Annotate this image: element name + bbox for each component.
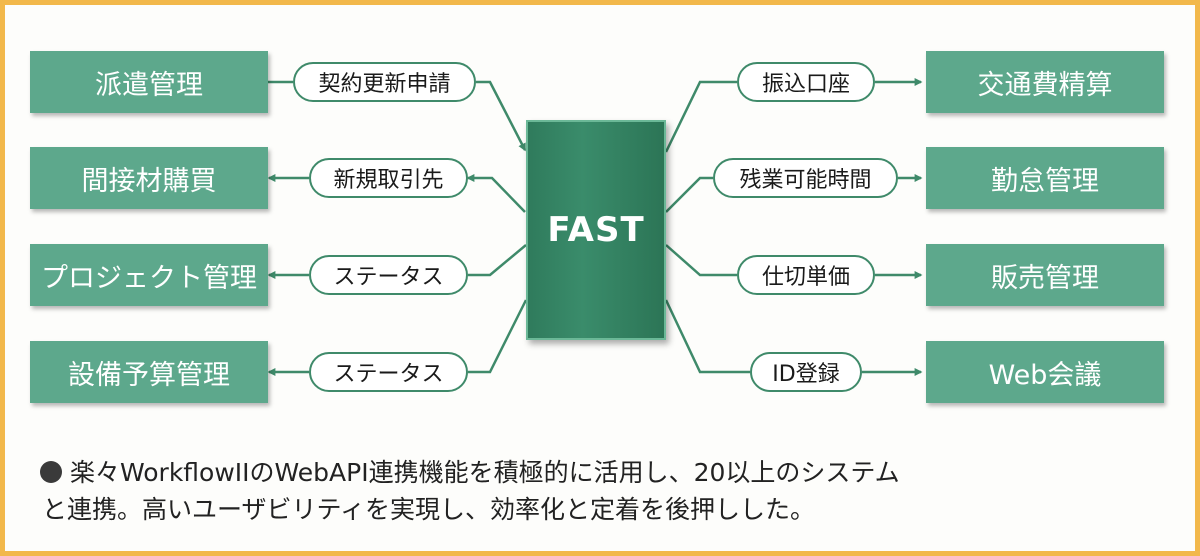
line-right-4-a [664, 299, 750, 374]
system-box-kansetsuzai: 間接材購買 [30, 147, 268, 209]
footer-line-2-text: と連携。高いユーザビリティを実現し、効率化と定着を後押しした。 [42, 495, 816, 524]
system-box-project: プロジェクト管理 [30, 244, 268, 306]
line-right-2-a [665, 176, 713, 213]
connector-label-status-1: ステータス [309, 255, 468, 295]
system-box-kintai: 勤怠管理 [926, 147, 1164, 209]
line-left-2-b [466, 174, 526, 213]
fast-hub: FAST [526, 120, 666, 340]
line-right-3-a [665, 244, 737, 277]
system-box-kotsuhi: 交通費精算 [926, 51, 1164, 113]
line-right-1-a [664, 80, 737, 153]
connector-label-zangyo: 残業可能時間 [713, 158, 898, 198]
footer-line-2: と連携。高いユーザビリティを実現し、効率化と定着を後押しした。 [40, 491, 1170, 528]
line-left-4-b [468, 299, 528, 374]
footer-caption: 楽々WorkflowIIのWebAPI連携機能を積極的に活用し、20以上のシステ… [40, 454, 1170, 528]
bullet-icon [40, 461, 62, 483]
connector-label-furikomi: 振込口座 [737, 62, 875, 102]
connector-label-torihikisaki: 新規取引先 [309, 158, 468, 198]
line-left-1-b [476, 80, 527, 152]
system-box-web-kaigi: Web会議 [926, 341, 1164, 403]
system-box-haken: 派遣管理 [30, 51, 268, 113]
system-box-setsubi: 設備予算管理 [30, 341, 268, 403]
system-box-hanbai: 販売管理 [926, 244, 1164, 306]
connector-label-status-2: ステータス [309, 352, 468, 392]
connector-label-keiyaku: 契約更新申請 [293, 62, 476, 102]
footer-line-1-text: 楽々WorkflowIIのWebAPI連携機能を積極的に活用し、20以上のシステ… [70, 458, 900, 487]
connector-label-shikiri: 仕切単価 [737, 255, 875, 295]
line-left-3-b [468, 244, 527, 277]
fast-hub-label: FAST [547, 210, 645, 250]
footer-line-1: 楽々WorkflowIIのWebAPI連携機能を積極的に活用し、20以上のシステ… [40, 454, 1170, 491]
connector-label-id: ID登録 [750, 352, 862, 392]
